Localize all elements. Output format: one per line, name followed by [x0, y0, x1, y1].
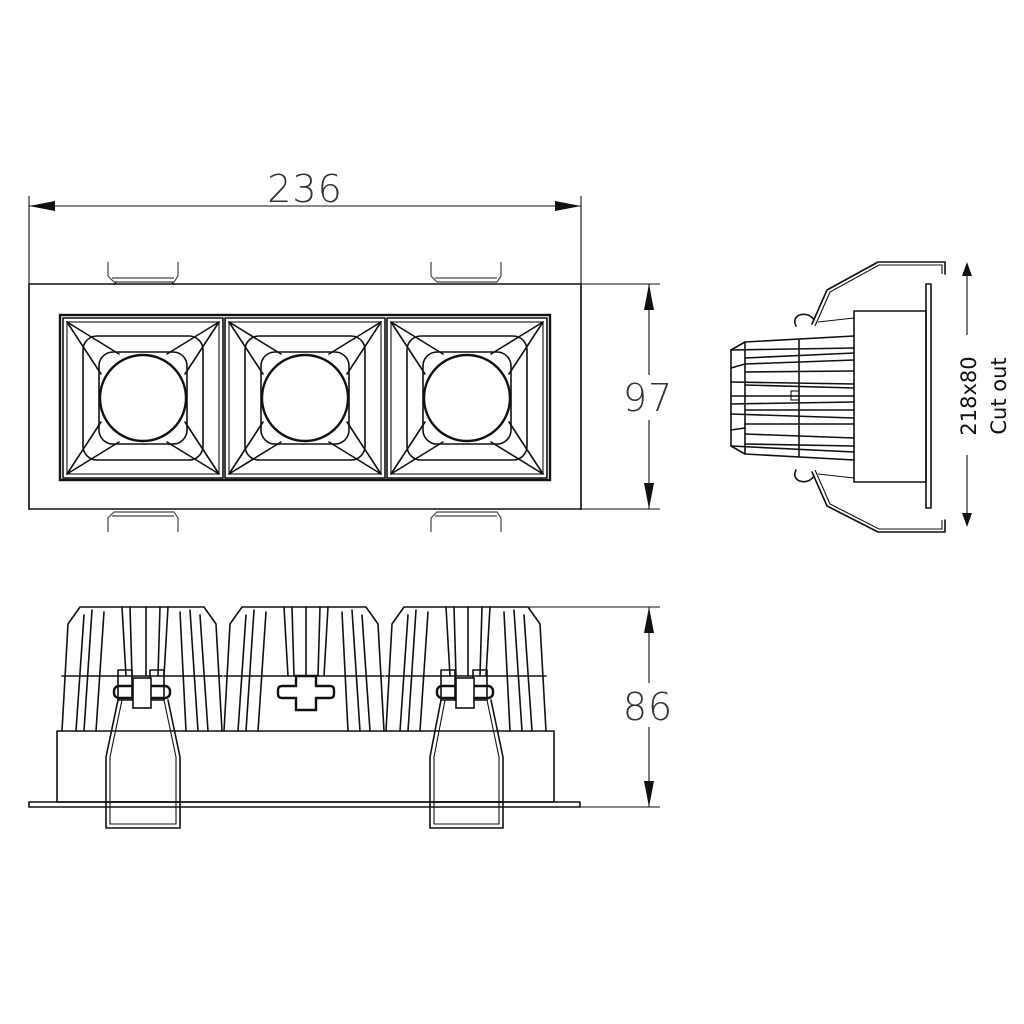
heatsink-3 [385, 606, 547, 732]
heatsink-fins [730, 335, 855, 461]
spring-clip-top-left [107, 262, 179, 286]
dimension-height-86: 86 [527, 606, 673, 808]
spring-clip-bottom-left [107, 511, 179, 532]
spring-clip-bottom-right [430, 511, 502, 532]
dimension-cutout: 218x80 Cut out [957, 262, 1011, 527]
trim-body [853, 310, 927, 483]
spring-clip-side-bottom [794, 469, 946, 533]
elevation-view: 86 [28, 606, 673, 829]
reflector-module-2 [224, 317, 386, 479]
height-value: 97 [623, 376, 673, 420]
reflector-module-3 [386, 317, 548, 479]
led-lens [98, 353, 188, 443]
cutout-size-label: 218x80 [957, 356, 981, 435]
dimension-width-236: 236 [28, 167, 582, 510]
spring-clip-side-top [794, 261, 946, 327]
top-view: 236 97 [28, 167, 673, 532]
outer-trim [28, 283, 582, 510]
width-value: 236 [267, 167, 343, 211]
heatsink-1 [61, 606, 223, 732]
side-view: 218x80 Cut out [730, 261, 1011, 533]
led-lens [260, 353, 350, 443]
led-lens [422, 353, 512, 443]
spring-clip-top-right [430, 262, 502, 283]
elevation-height-value: 86 [623, 685, 673, 729]
reflector-module-1 [62, 317, 224, 479]
cutout-text-label: Cut out [987, 357, 1011, 434]
spring-clip-elevation-left [105, 669, 181, 829]
elevation-body [56, 730, 555, 803]
cross-connector [276, 674, 336, 712]
spring-clip-elevation-right [429, 669, 504, 829]
heatsink-2 [223, 606, 385, 732]
dimension-height-97: 97 [581, 283, 673, 510]
